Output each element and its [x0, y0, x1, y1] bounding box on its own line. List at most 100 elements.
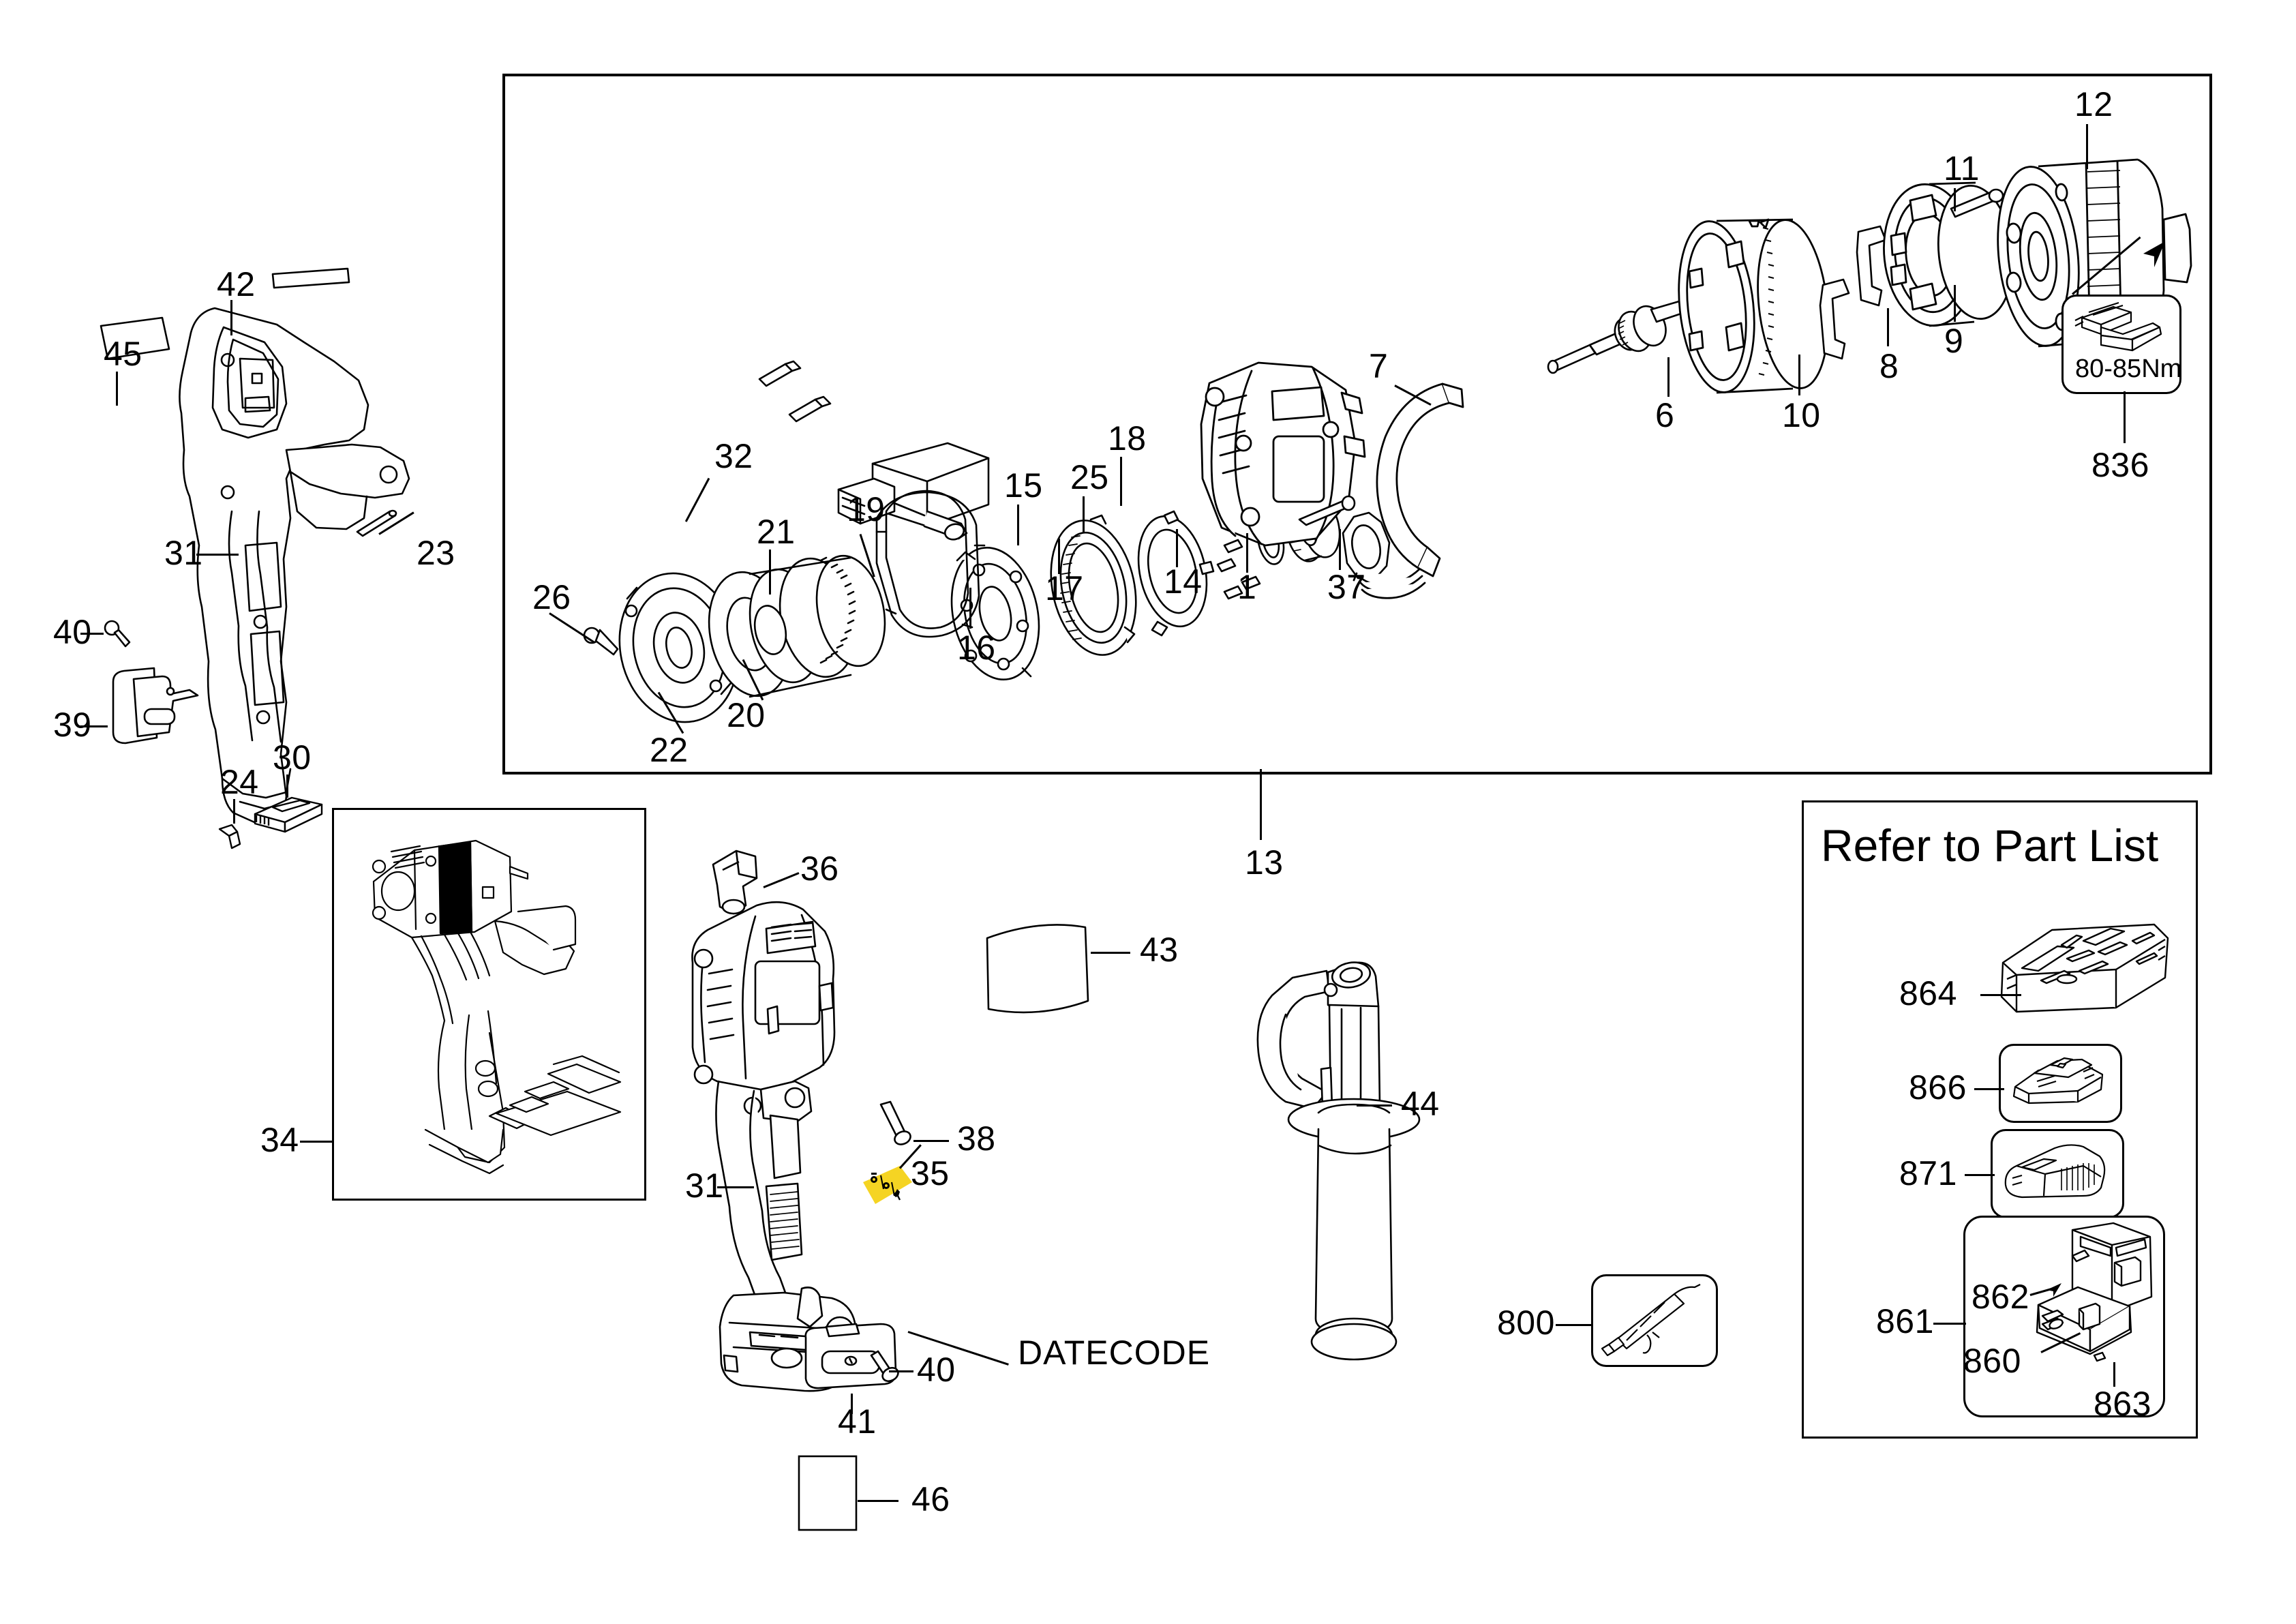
leader-11 — [1954, 188, 1956, 211]
screw-38-artwork — [875, 1100, 930, 1148]
callout-861: 861 — [1876, 1302, 1934, 1340]
callout-31-left: 31 — [164, 534, 203, 572]
leader-864 — [1980, 994, 2021, 996]
callout-18: 18 — [1108, 419, 1147, 457]
leader-15 — [1017, 505, 1019, 545]
label-43-artwork — [982, 899, 1118, 1035]
screw-11-artwork — [1948, 184, 2016, 221]
callout-22: 22 — [650, 731, 689, 769]
callout-19: 19 — [847, 490, 886, 528]
callout-7: 7 — [1369, 347, 1389, 385]
leader-44 — [1357, 1104, 1392, 1107]
inset-34-frame — [332, 808, 646, 1201]
callout-12: 12 — [2074, 85, 2113, 123]
callout-25: 25 — [1070, 458, 1109, 496]
mode-label-35 — [860, 1164, 916, 1208]
clutch-collar-10-artwork — [1657, 205, 1854, 409]
gearcase-1-artwork — [1170, 348, 1415, 566]
callout-10: 10 — [1782, 396, 1821, 434]
leader-18 — [1120, 457, 1122, 506]
battery-866-artwork — [2007, 1051, 2111, 1111]
clip-24-artwork — [217, 821, 251, 854]
callout-34: 34 — [260, 1121, 299, 1159]
leader-39 — [80, 725, 108, 727]
callout-21: 21 — [757, 513, 796, 551]
callout-30: 30 — [273, 738, 312, 777]
leader-24 — [233, 799, 235, 824]
leader-13 — [1260, 769, 1262, 840]
callout-40-left: 40 — [53, 613, 92, 651]
leader-37 — [1339, 529, 1341, 570]
leader-25 — [1083, 496, 1085, 533]
part-list-title: Refer to Part List — [1821, 820, 2159, 871]
leader-9 — [1954, 285, 1956, 322]
pin-23-artwork — [353, 505, 408, 541]
callout-871: 871 — [1899, 1154, 1957, 1192]
callout-45: 45 — [104, 335, 142, 373]
leader-14 — [1176, 529, 1178, 567]
leader-34 — [300, 1141, 333, 1143]
callout-24: 24 — [220, 763, 259, 801]
callout-23: 23 — [417, 534, 455, 572]
callout-36: 36 — [800, 849, 839, 888]
main-assembly-frame — [502, 74, 2212, 775]
callout-31-center: 31 — [685, 1167, 724, 1205]
left-housing-artwork — [82, 225, 464, 826]
callout-11: 11 — [1944, 149, 1980, 187]
leader-30 — [286, 775, 288, 798]
leader-42 — [230, 300, 232, 335]
terminal-cap-41-artwork — [798, 1321, 907, 1396]
callout-14: 14 — [1164, 562, 1203, 601]
charger-871-artwork — [1999, 1137, 2112, 1205]
arrowhead-862 — [2044, 1280, 2063, 1298]
leader-1 — [1246, 533, 1248, 573]
callout-17: 17 — [1045, 569, 1084, 607]
callout-863: 863 — [2094, 1385, 2151, 1423]
shift-lever-7-artwork — [1353, 372, 1513, 603]
spring-clips-8-artwork — [1813, 225, 1922, 382]
callout-38: 38 — [957, 1119, 996, 1158]
leader-31-center — [717, 1186, 754, 1188]
callout-862: 862 — [1972, 1278, 2029, 1316]
belt-clip-39-artwork — [108, 664, 230, 753]
leader-6 — [1667, 357, 1670, 397]
callout-8: 8 — [1879, 347, 1899, 385]
callout-41: 41 — [838, 1402, 877, 1441]
leader-871 — [1965, 1174, 1995, 1176]
callout-860: 860 — [1963, 1342, 2021, 1380]
leader-40-center — [889, 1370, 913, 1372]
side-handle-44-artwork — [1248, 941, 1466, 1391]
callout-15: 15 — [1004, 466, 1043, 505]
datecode-label: DATECODE — [1018, 1334, 1211, 1372]
part-list-frame — [1802, 800, 2198, 1439]
callout-866: 866 — [1909, 1068, 1967, 1107]
callout-40-center: 40 — [917, 1351, 956, 1389]
callout-20: 20 — [727, 696, 766, 734]
leader-863 — [2113, 1362, 2115, 1387]
mode-ring-9-artwork — [1868, 169, 2025, 340]
leader-836 — [2124, 391, 2126, 443]
leader-12 — [2086, 124, 2088, 169]
leader-21 — [769, 550, 771, 595]
leader-38 — [913, 1140, 949, 1142]
leader-861 — [1933, 1323, 1966, 1325]
leader-45 — [116, 372, 118, 406]
callout-42: 42 — [217, 265, 256, 303]
callout-35: 35 — [911, 1154, 950, 1192]
leader-866 — [1974, 1088, 2004, 1090]
leader-17 — [1058, 539, 1060, 574]
leader-8 — [1887, 308, 1889, 346]
spindle-6-artwork — [1547, 299, 1711, 395]
callout-43: 43 — [1140, 931, 1179, 969]
motor-assembly-34-artwork — [349, 822, 629, 1183]
callout-6: 6 — [1655, 396, 1675, 434]
callout-1: 1 — [1237, 568, 1257, 606]
callout-46: 46 — [911, 1480, 950, 1518]
mode-knob-36-artwork — [706, 847, 781, 922]
screw-40-center-artwork — [867, 1349, 908, 1384]
case-insert-864-artwork — [1996, 920, 2173, 1016]
leader-41 — [851, 1394, 853, 1414]
callout-800: 800 — [1497, 1304, 1555, 1342]
callout-32: 32 — [714, 437, 753, 475]
leader-46 — [858, 1500, 898, 1502]
